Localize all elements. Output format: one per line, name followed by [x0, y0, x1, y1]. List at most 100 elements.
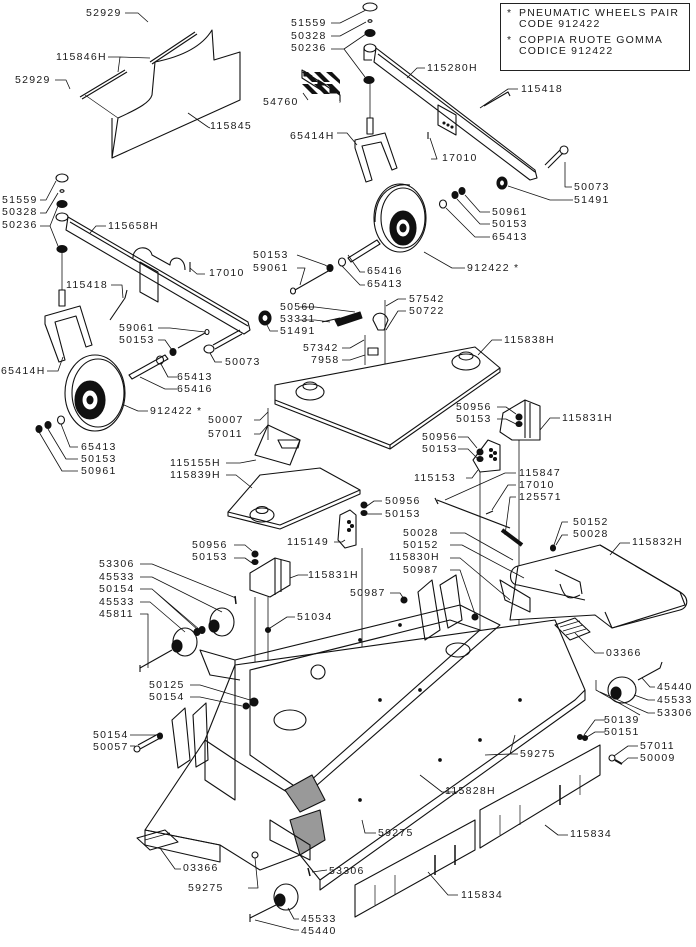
part-label: 115418: [66, 279, 109, 291]
roller-assembly-front: [249, 883, 299, 922]
roller-assembly-left: [139, 595, 237, 672]
part-label: 50057: [93, 741, 129, 753]
side-guard-115834-right: [479, 744, 601, 849]
part-label: 59061: [253, 262, 289, 274]
part-label: 50153: [422, 443, 458, 455]
part-label: 59061: [119, 322, 155, 334]
front-axle-beam-115280H: [354, 2, 569, 190]
part-label: 50956: [422, 431, 458, 443]
part-label: 50153: [253, 249, 289, 261]
bracket-115149: [337, 501, 368, 700]
part-label: 50154: [93, 729, 129, 741]
handle-fittings: [321, 300, 389, 370]
part-label: 50153: [119, 334, 155, 346]
wheel-912422-lower: [35, 328, 210, 434]
part-label: 65413: [81, 441, 117, 453]
base-plate-115839H: [227, 467, 361, 530]
part-label: 50139: [604, 714, 640, 726]
part-label: 17010: [209, 267, 245, 279]
part-label: 115847: [519, 467, 562, 479]
part-label: 912422 *: [150, 405, 203, 417]
part-label: 45533: [657, 694, 693, 706]
part-label: 115828H: [445, 785, 496, 797]
part-label: 59275: [188, 882, 224, 894]
part-label: 53306: [99, 558, 135, 570]
part-label: 50987: [403, 564, 439, 576]
part-label: 50153: [81, 453, 117, 465]
part-label: 53306: [657, 707, 693, 719]
part-label: 65414H: [1, 365, 46, 377]
part-label: 50073: [225, 356, 261, 368]
rear-guard-115832H: [499, 544, 688, 629]
part-label: 51034: [297, 611, 333, 623]
part-label: 50722: [409, 305, 445, 317]
part-label: 50152: [403, 539, 439, 551]
part-label: 52929: [86, 7, 122, 19]
part-label: 115834: [461, 889, 504, 901]
part-label: 50560: [280, 301, 316, 313]
part-label: 50153: [192, 551, 228, 563]
mower-deck-115828H: [144, 574, 591, 891]
part-label: 50236: [291, 42, 327, 54]
wheel-code-note: * PNEUMATIC WHEELS PAIR CODE 912422 * CO…: [500, 3, 690, 71]
part-label: 57342: [303, 342, 339, 354]
part-label: 57011: [208, 428, 243, 440]
bullet-asterisk: *: [507, 7, 513, 19]
part-label: 65413: [367, 278, 403, 290]
part-label: 50956: [192, 539, 228, 551]
part-label: 57542: [409, 293, 445, 305]
part-label: 50073: [574, 181, 610, 193]
part-label: 45533: [99, 596, 135, 608]
part-label: 45440: [301, 925, 337, 937]
part-label: 50961: [492, 206, 528, 218]
part-label: 50956: [456, 401, 492, 413]
bracket-115153: [472, 439, 501, 710]
part-label: 115831H: [562, 412, 613, 424]
part-label: 03366: [183, 862, 219, 874]
part-label: 50009: [640, 752, 676, 764]
part-label: 50153: [492, 218, 528, 230]
note-text-it-1: COPPIA RUOTE GOMMA: [519, 34, 664, 46]
part-label: 17010: [442, 152, 478, 164]
part-label: 115846H: [56, 51, 107, 63]
part-label: 115832H: [632, 536, 683, 548]
part-label: 65413: [492, 231, 528, 243]
part-label: 45533: [301, 913, 337, 925]
bullet-asterisk: *: [507, 34, 513, 46]
part-label: 53331: [280, 313, 316, 325]
part-label: 115658H: [108, 220, 159, 232]
part-label: 115280H: [427, 62, 478, 74]
part-label: 50007: [208, 414, 244, 426]
rear-axle-beam-115658H: [44, 173, 272, 363]
part-label: 7958: [311, 354, 340, 366]
part-label: 912422 *: [467, 262, 520, 274]
part-label: 52929: [15, 74, 51, 86]
side-guard-115834-left: [354, 819, 476, 918]
part-label: 65416: [177, 383, 213, 395]
part-label: 45440: [657, 681, 693, 693]
part-label: 45533: [99, 571, 135, 583]
part-label: 50028: [403, 527, 439, 539]
part-label: 50961: [81, 465, 117, 477]
part-label: 115149: [287, 536, 330, 548]
part-label: 57011: [640, 740, 675, 752]
part-label: 115845: [210, 120, 253, 132]
part-label: 65414H: [290, 130, 335, 142]
part-label: 50236: [2, 219, 38, 231]
note-text-en-1: PNEUMATIC WHEELS PAIR: [519, 7, 680, 19]
part-label: 51491: [280, 325, 316, 337]
part-label: 51559: [2, 194, 38, 206]
part-label: 50153: [456, 413, 492, 425]
part-label: 53306: [329, 865, 365, 877]
part-label: 51491: [574, 194, 610, 206]
part-label: 50328: [291, 30, 327, 42]
part-label: 54760: [263, 96, 299, 108]
note-line-english: * PNEUMATIC WHEELS PAIR CODE 912422: [507, 8, 683, 30]
top-plate-115838H: [274, 346, 501, 450]
part-label: 115834: [570, 828, 613, 840]
part-label: 115418: [521, 83, 564, 95]
wheel-912422-upper: [289, 183, 466, 295]
part-label: 59275: [520, 748, 556, 760]
